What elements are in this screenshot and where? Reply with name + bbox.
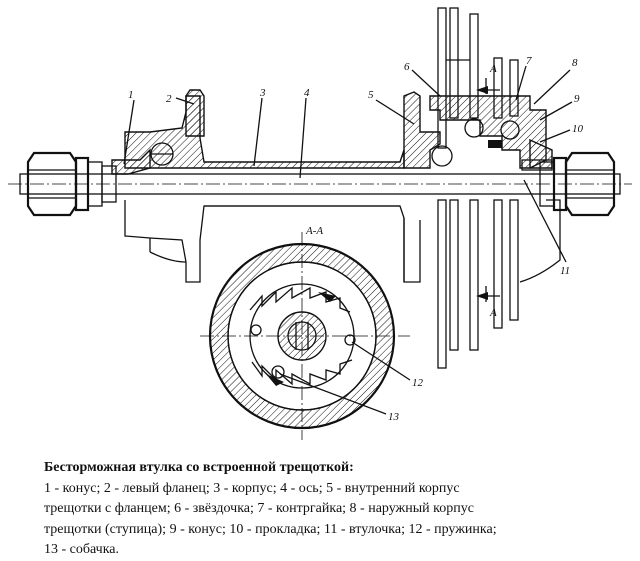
label-3: 3 [259, 87, 266, 99]
section-mark-bottom: А [489, 307, 497, 319]
label-11: 11 [560, 265, 570, 277]
label-13: 13 [388, 411, 400, 423]
ratchet-ball-1 [464, 118, 484, 138]
figure-caption: Бесторможная втулка со встроенной трещот… [44, 458, 604, 561]
label-8: 8 [572, 57, 578, 69]
label-9: 9 [574, 93, 580, 105]
caption-line-4: 13 - собачка. [44, 542, 119, 557]
pawl-top [318, 292, 336, 302]
part-labels: 1 2 3 4 5 6 7 8 9 10 11 12 13 [123, 55, 584, 423]
label-5: 5 [368, 89, 374, 101]
label-6: 6 [404, 61, 410, 73]
caption-title: Бесторможная втулка со встроенной трещот… [44, 460, 354, 475]
label-7: 7 [526, 55, 532, 67]
label-12: 12 [412, 377, 424, 389]
section-arrow-bottom: А [476, 286, 500, 319]
left-nut [26, 151, 117, 217]
hub-drawing: А А А-А 1 2 3 4 [8, 7, 632, 440]
sprocket [437, 7, 519, 369]
label-10: 10 [572, 123, 584, 135]
label-4: 4 [304, 87, 310, 99]
section-arrow-top: А [476, 63, 500, 94]
caption-line-2: трещотки с фланцем; 6 - звёздочка; 7 - к… [44, 501, 474, 516]
pawl-pin-left [250, 324, 262, 336]
left-cone [111, 142, 174, 175]
section-mark-top: А [489, 63, 497, 75]
right-bearing-ball [431, 145, 453, 167]
pawl-bottom [266, 374, 284, 386]
section-view: А-А [200, 225, 410, 440]
outer-ratchet-housing [429, 95, 561, 283]
spring-ball [271, 365, 285, 379]
inner-ratchet-body [403, 91, 453, 283]
ratchet-pawl-block [488, 140, 502, 148]
section-title: А-А [305, 225, 323, 237]
caption-line-3: трещотки (ступица); 9 - конус; 10 - прок… [44, 521, 497, 537]
ratchet-ball-2 [500, 120, 520, 140]
pawl-pin-right [344, 334, 356, 346]
caption-line-1: 1 - конус; 2 - левый фланец; 3 - корпус;… [44, 480, 460, 496]
label-2: 2 [166, 93, 172, 105]
gasket [521, 159, 553, 171]
label-1: 1 [128, 89, 134, 101]
axle [8, 173, 632, 195]
